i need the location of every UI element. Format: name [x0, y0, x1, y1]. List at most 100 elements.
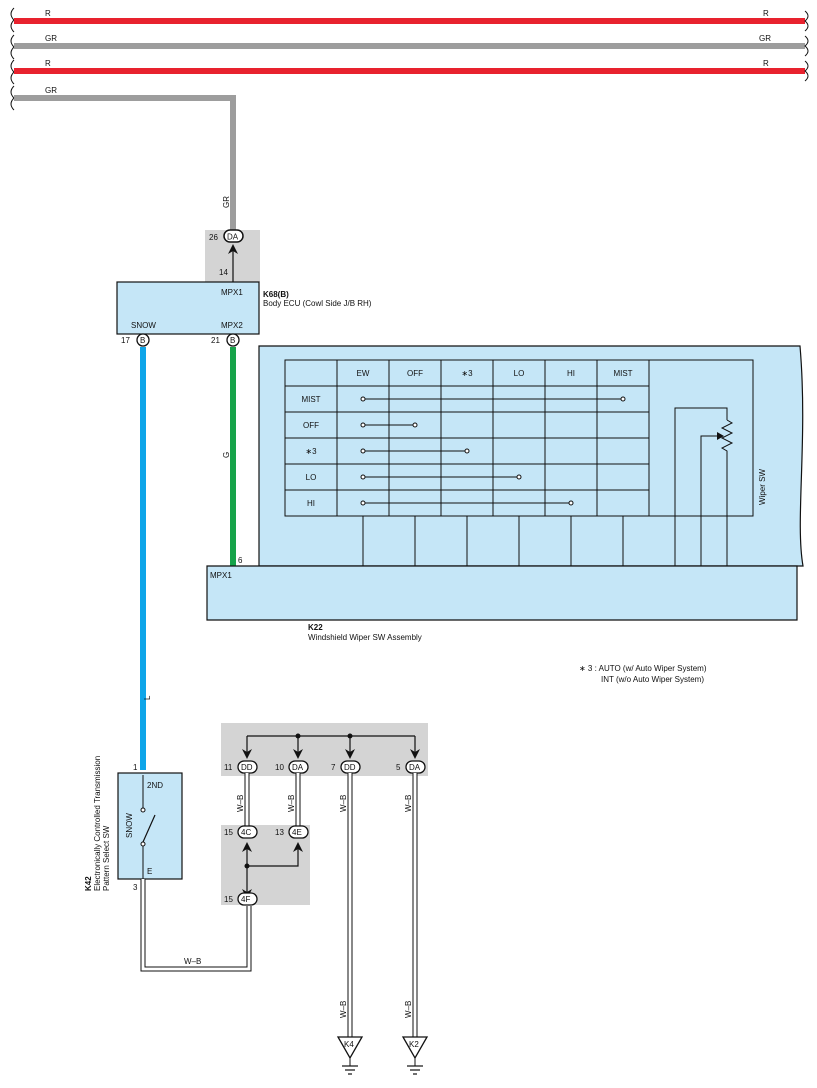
col-header-hi: HI [567, 369, 575, 378]
row-label-hi: HI [307, 499, 315, 508]
k68-mpx2-label: MPX2 [221, 321, 243, 330]
wb-label-5: W–B [339, 1001, 348, 1018]
row-label-lo: LO [306, 473, 317, 482]
break-mark-1r [804, 10, 809, 32]
connector-da-top-code: DA [227, 233, 239, 242]
arrow-up-icon [293, 842, 303, 852]
wire-g-label: G [222, 452, 231, 458]
conn-da-5-pin: 5 [396, 763, 401, 772]
connector-da-top-pin: 26 [209, 233, 218, 242]
wire-r-2-label-right: R [763, 59, 769, 68]
break-mark-3r [804, 60, 809, 82]
break-mark-3 [10, 59, 15, 85]
k68-snow-pin-code: B [140, 336, 145, 345]
wire-gr-1-label-right: GR [759, 34, 771, 43]
conn-dd-7-code: DD [344, 763, 356, 772]
conn-da-5-code: DA [409, 763, 421, 772]
arrow-up-icon [242, 842, 252, 852]
note-line-2: INT (w/o Auto Wiper System) [601, 675, 704, 684]
row-label-3: ∗3 [305, 447, 317, 456]
break-mark-1 [10, 7, 15, 33]
k22-id: K22 [308, 623, 323, 632]
wire-gr-2-label-left: GR [45, 86, 57, 95]
k22-name: Windshield Wiper SW Assembly [308, 633, 422, 642]
conn-4f-pin: 15 [224, 895, 233, 904]
wire-wb-horizontal-label: W–B [184, 957, 201, 966]
arrow-down-icon [293, 749, 303, 759]
k68-mpx2-pin-code: B [230, 336, 235, 345]
conn-da-10-code: DA [292, 763, 304, 772]
k42-e-label: E [147, 867, 152, 876]
row-label-mist: MIST [301, 395, 320, 404]
k68-snow-label: SNOW [131, 321, 156, 330]
k68-name: Body ECU (Cowl Side J/B RH) [263, 299, 372, 308]
connector-da-top-oval [223, 229, 244, 243]
node [464, 448, 470, 454]
col-header-off: OFF [407, 369, 423, 378]
wire-gr-2 [14, 95, 236, 232]
wb-label-4: W–B [404, 795, 413, 812]
ground-junction: DD 11 DA 10 DD 7 DA 5 W–B W–B W–B W–B W–… [221, 723, 428, 1037]
wb-wires: W–B W–B W–B W–B W–B W–B [236, 773, 418, 1037]
conn-dd-11-code: DD [241, 763, 253, 772]
arrow-down-icon [345, 749, 355, 759]
ground-k2: K2 [401, 1036, 429, 1075]
table-drop-lines [362, 516, 624, 566]
connector-da-top-inner-pin: 14 [219, 268, 228, 277]
node [360, 448, 366, 454]
col-header-mist: MIST [613, 369, 632, 378]
node [568, 500, 574, 506]
ground-triangle-icon [401, 1036, 429, 1060]
node [516, 474, 522, 480]
ground-k2-label: K2 [409, 1040, 419, 1049]
note-line-1: ∗ 3 : AUTO (w/ Auto Wiper System) [579, 664, 707, 673]
k22-switch-table: EW OFF ∗3 LO HI MIST MIST OFF ∗3 LO HI [284, 359, 650, 566]
conn-4e [288, 825, 309, 839]
k68-body-ecu: MPX1 SNOW MPX2 K68(B) Body ECU (Cowl Sid… [116, 281, 372, 347]
arrow-down-icon [242, 749, 252, 759]
conn-4c [237, 825, 258, 839]
wb-label-1: W–B [236, 795, 245, 812]
k42-pin-bottom: 3 [133, 883, 138, 892]
conn-4c-code: 4C [241, 828, 251, 837]
node [412, 422, 418, 428]
continuity-marks [360, 396, 626, 506]
k42-id: K42 [84, 876, 93, 891]
arrow-up-icon [228, 244, 238, 254]
break-mark-4 [10, 85, 15, 111]
k22-lower-body [206, 565, 798, 621]
conn-4e-code: 4E [292, 828, 302, 837]
k42-pattern-select-switch: 1 2ND SNOW E 3 K42 Electronically Contro… [84, 756, 183, 892]
wire-r-1-label-left: R [45, 9, 51, 18]
wire-gr-vertical-label: GR [222, 196, 231, 208]
k42-snow-label: SNOW [125, 813, 134, 838]
col-header-3: ∗3 [461, 369, 473, 378]
k42-2nd-label: 2ND [147, 781, 163, 790]
switch-contact-top [140, 807, 146, 813]
k68-mpx2-pin: 21 [211, 336, 220, 345]
k68-snow-pin-oval [136, 333, 150, 347]
k68-mpx1-label: MPX1 [221, 288, 243, 297]
k22-wiper-switch-assembly: 6 MPX1 K22 Windshield Wiper SW Assembly … [206, 345, 804, 642]
conn-dd-11-pin: 11 [224, 763, 233, 772]
top-wire-bundle: R R GR GR R R GR GR [10, 7, 809, 232]
row-label-off: OFF [303, 421, 319, 430]
arrow-down-icon [410, 749, 420, 759]
wb-label-2: W–B [287, 795, 296, 812]
node [360, 474, 366, 480]
k68-id: K68(B) [263, 290, 289, 299]
conn-dd-7-pin: 7 [331, 763, 336, 772]
k68-mpx2-pin-oval [226, 333, 240, 347]
conn-4e-pin: 13 [275, 828, 284, 837]
k68-snow-pin: 17 [121, 336, 130, 345]
wire-r-1-label-right: R [763, 9, 769, 18]
connector-da-top: DA 26 14 [205, 229, 260, 282]
k22-upper-body [258, 345, 804, 567]
wire-gr-1-label-left: GR [45, 34, 57, 43]
wire-l-label: L [143, 695, 152, 700]
conn-da-10-pin: 10 [275, 763, 284, 772]
node [360, 422, 366, 428]
k42-pin-top: 1 [133, 763, 138, 772]
k42-name-line2: Pattern Select SW [102, 825, 111, 891]
